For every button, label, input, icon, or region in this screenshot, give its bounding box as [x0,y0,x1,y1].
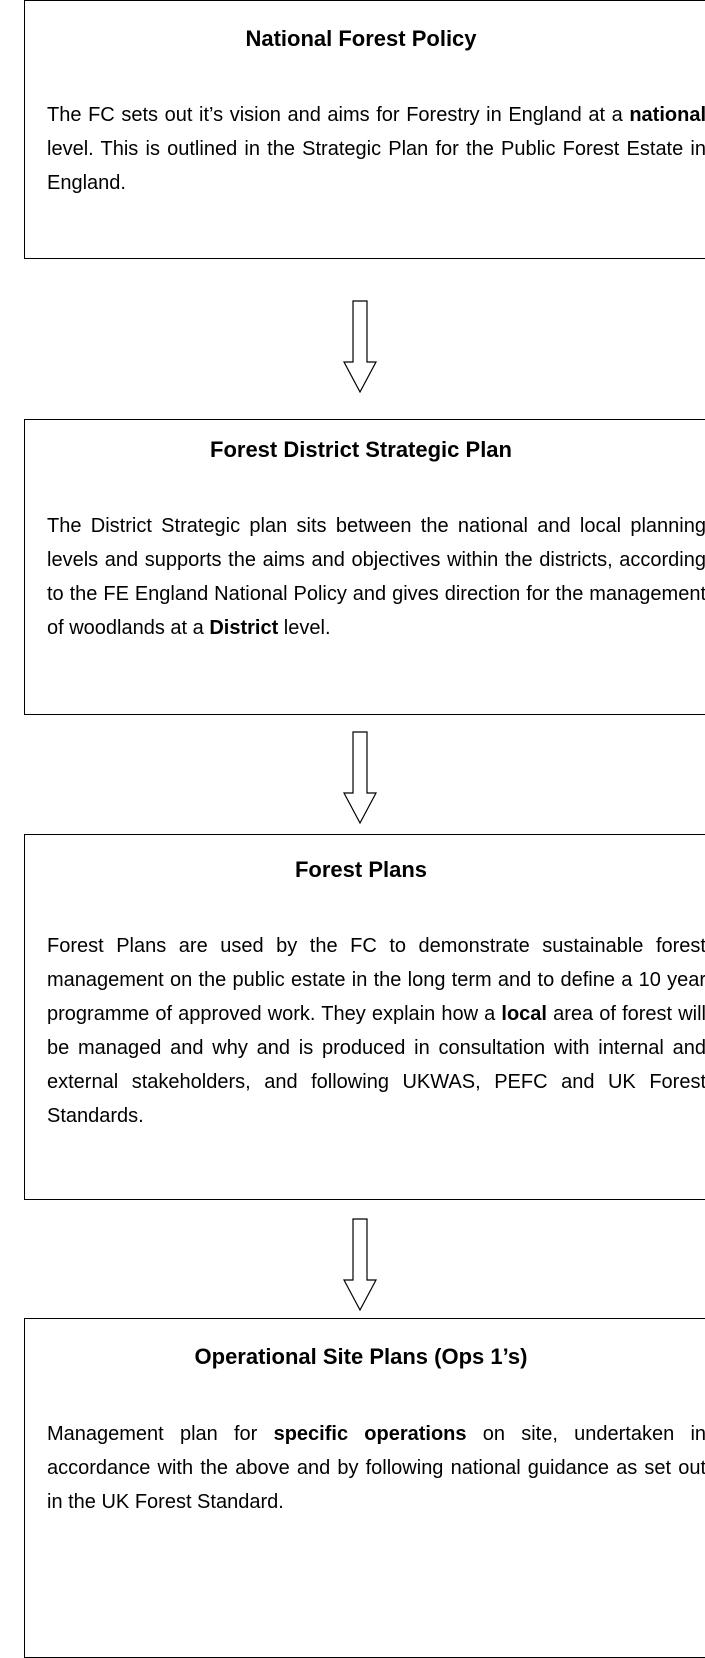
text-run: Forest Plans are used by the FC to demon… [47,935,705,1025]
box-forest-district-strategic-plan: Forest District Strategic Plan The Distr… [24,419,705,715]
box-body: Forest Plans are used by the FC to demon… [47,929,705,1133]
box-body: Management plan for specific operations … [47,1417,705,1519]
box-national-forest-policy: National Forest Policy The FC sets out i… [24,0,705,259]
down-arrow-icon [342,300,378,394]
text-run: on site, undertaken in accordance with t… [47,1423,705,1513]
text-run: level. This is outlined in the Strategic… [47,138,705,194]
box-body: The District Strategic plan sits between… [47,509,705,645]
down-arrow-icon [342,1218,378,1312]
text-run: area of forest will be managed and why a… [47,1003,705,1127]
down-arrow-icon [342,731,378,825]
box-title: Forest Plans [294,857,428,882]
box-body: The FC sets out it’s vision and aims for… [47,98,705,200]
bold-text: national [629,104,705,126]
box-title: National Forest Policy [245,26,477,51]
bold-text: specific operations [273,1423,467,1445]
text-run: Management plan for [47,1423,274,1445]
box-title: Forest District Strategic Plan [210,437,512,462]
bold-text: local [501,1003,547,1025]
text-run: The District Strategic plan sits between… [47,515,705,639]
text-run: The FC sets out it’s vision and aims for… [47,104,630,126]
box-forest-plans: Forest Plans Forest Plans are used by th… [24,834,705,1200]
text-run: level. [278,617,331,639]
box-operational-site-plans: Operational Site Plans (Ops 1’s) Managem… [24,1318,705,1658]
bold-text: District [209,617,279,639]
box-title: Operational Site Plans (Ops 1’s) [194,1344,528,1369]
